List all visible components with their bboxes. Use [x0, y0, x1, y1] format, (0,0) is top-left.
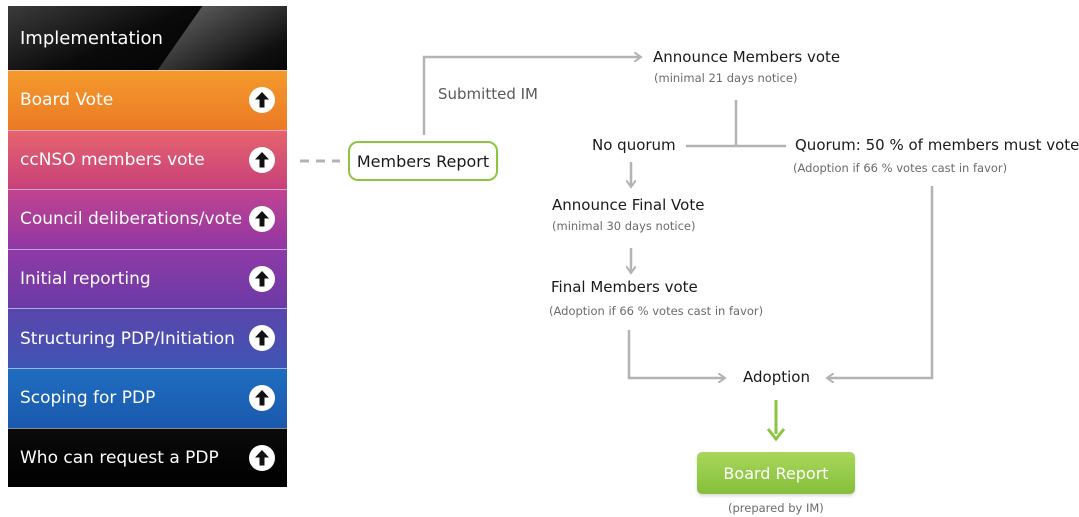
- submitted-im-label: Submitted IM: [438, 85, 538, 103]
- stage-item-label: Initial reporting: [20, 269, 151, 290]
- board-report-box: Board Report: [697, 452, 855, 494]
- up-arrow-circle-icon[interactable]: [249, 444, 275, 471]
- arrow-quorum-to-adoption: [828, 186, 934, 378]
- final-members-vote-note: (Adoption if 66 % votes cast in favor): [549, 304, 764, 318]
- members-report-box: Members Report: [348, 141, 498, 181]
- stage-header: Implementation: [8, 0, 377, 96]
- quorum-label: Quorum: 50 % of members must vote: [795, 136, 1079, 154]
- stage-header-title: Implementation: [20, 27, 163, 49]
- announce-members-vote: Announce Members vote: [653, 48, 841, 66]
- stage-item-label: Scoping for PDP: [20, 388, 156, 409]
- stage-item[interactable]: Structuring PDP/Initiation: [8, 308, 287, 368]
- up-arrow-circle-icon[interactable]: [249, 146, 275, 173]
- stage-item[interactable]: Initial reporting: [8, 248, 287, 309]
- stage-panel: Implementation Board Vote ccNSO members v…: [8, 0, 377, 488]
- final-members-vote: Final Members vote: [551, 278, 698, 296]
- stage-item-label: Council deliberations/vote: [20, 209, 243, 230]
- stage-item[interactable]: Council deliberations/vote: [8, 189, 287, 249]
- stage-item[interactable]: Board Vote: [8, 70, 287, 130]
- stage-item[interactable]: ccNSO members vote: [8, 129, 287, 190]
- announce-final-vote-note: (minimal 30 days notice): [552, 219, 696, 233]
- board-report-label: Board Report: [723, 463, 829, 483]
- stage-item[interactable]: Scoping for PDP: [8, 368, 287, 428]
- quorum-note: (Adoption if 66 % votes cast in favor): [793, 161, 1008, 175]
- stage-item-label: ccNSO members vote: [20, 149, 205, 170]
- green-arrow-head: [766, 428, 786, 442]
- stage-item-label: Who can request a PDP: [20, 447, 219, 468]
- stage-item[interactable]: Who can request a PDP: [8, 427, 287, 488]
- announce-members-vote-note: (minimal 21 days notice): [654, 71, 798, 85]
- up-arrow-circle-icon[interactable]: [249, 87, 275, 113]
- stage-item-label: Board Vote: [20, 90, 114, 111]
- members-report-label: Members Report: [356, 151, 490, 171]
- arrow-final-to-adoption: [627, 330, 724, 378]
- submitted-connector: [422, 57, 640, 135]
- up-arrow-circle-icon[interactable]: [249, 385, 275, 411]
- adoption-label: Adoption: [743, 368, 810, 386]
- board-report-note: (prepared by IM): [728, 501, 824, 515]
- stage-item-label: Structuring PDP/Initiation: [20, 328, 235, 349]
- up-arrow-circle-icon[interactable]: [249, 265, 275, 292]
- announce-final-vote: Announce Final Vote: [552, 196, 705, 214]
- no-quorum-label: No quorum: [592, 136, 676, 154]
- up-arrow-circle-icon[interactable]: [249, 206, 275, 233]
- up-arrow-circle-icon[interactable]: [249, 325, 275, 352]
